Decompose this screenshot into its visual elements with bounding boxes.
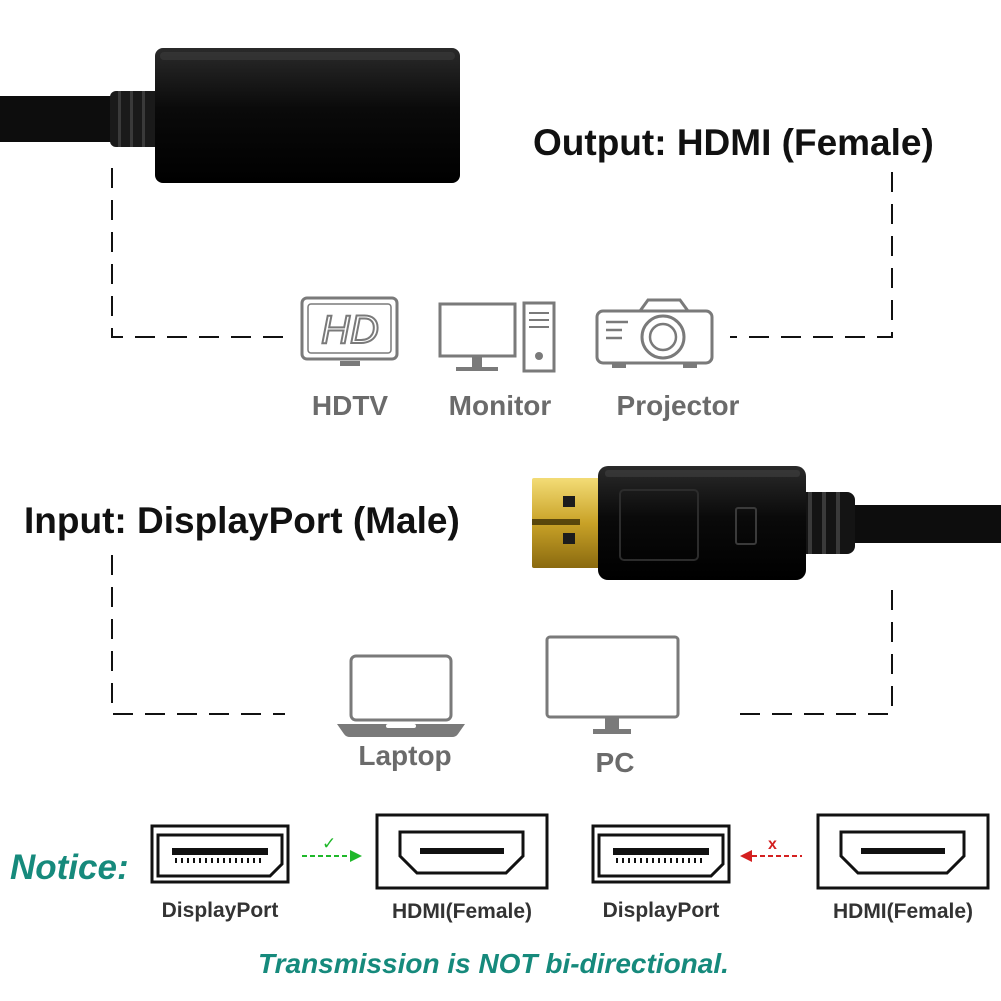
valid-to-label: HDMI(Female) [391, 900, 533, 923]
monitor-label: Monitor [448, 390, 552, 421]
displayport-port-icon [150, 824, 290, 884]
hdmi-adapter-image [0, 48, 460, 183]
invalid-direction-arrow: x [740, 836, 802, 862]
svg-text:x: x [768, 836, 777, 853]
output-bracket [111, 168, 893, 338]
notice-label: Notice: [10, 848, 129, 887]
projector-icon [595, 298, 714, 368]
invalid-to-label: HDMI(Female) [832, 900, 974, 923]
hdmi-port-icon [375, 813, 549, 890]
invalid-from-label: DisplayPort [602, 899, 720, 922]
displayport-port-icon [591, 824, 731, 884]
svg-text:HD: HD [321, 308, 379, 352]
input-bracket [111, 555, 893, 715]
hdtv-label: HDTV [311, 390, 389, 421]
svg-text:✓: ✓ [322, 834, 336, 854]
input-heading: Input: DisplayPort (Male) [24, 500, 460, 541]
transmission-footer: Transmission is NOT bi-directional. [258, 948, 729, 979]
laptop-icon [337, 654, 465, 737]
valid-from-label: DisplayPort [161, 899, 279, 922]
hdmi-port-icon [816, 813, 990, 890]
output-heading: Output: HDMI (Female) [533, 122, 934, 163]
projector-label: Projector [616, 390, 740, 421]
laptop-label: Laptop [358, 740, 452, 771]
pc-icon [545, 635, 680, 734]
hdtv-icon: HD [300, 296, 399, 366]
valid-direction-arrow: ✓ [302, 834, 362, 862]
pc-label: PC [595, 747, 635, 778]
monitor-icon [438, 301, 556, 373]
displayport-connector-image [532, 466, 1001, 580]
